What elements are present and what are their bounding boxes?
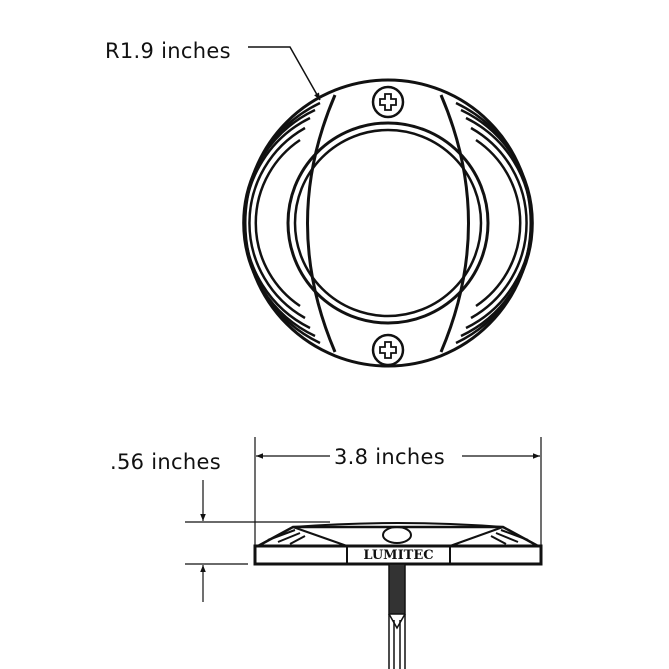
screw-top (371, 85, 405, 119)
screw-head (382, 526, 412, 544)
screw-bottom (371, 333, 405, 367)
side-ridges-right (439, 94, 534, 353)
radius-leader-line (248, 46, 321, 101)
width-dimension (254, 437, 542, 546)
side-ridges-left (242, 94, 337, 353)
lens-ring-inner (293, 128, 483, 318)
height-dimension (185, 480, 330, 602)
top-view (242, 46, 534, 368)
lumitec-logo: LUMITEC (363, 548, 434, 563)
side-view (253, 522, 543, 669)
radius-dimension-label: R1.9 inches (105, 39, 231, 63)
width-dimension-label: 3.8 inches (334, 445, 445, 469)
lens-ring-outer (286, 121, 490, 325)
height-dimension-label: .56 inches (110, 450, 221, 474)
threaded-stem (388, 563, 406, 669)
